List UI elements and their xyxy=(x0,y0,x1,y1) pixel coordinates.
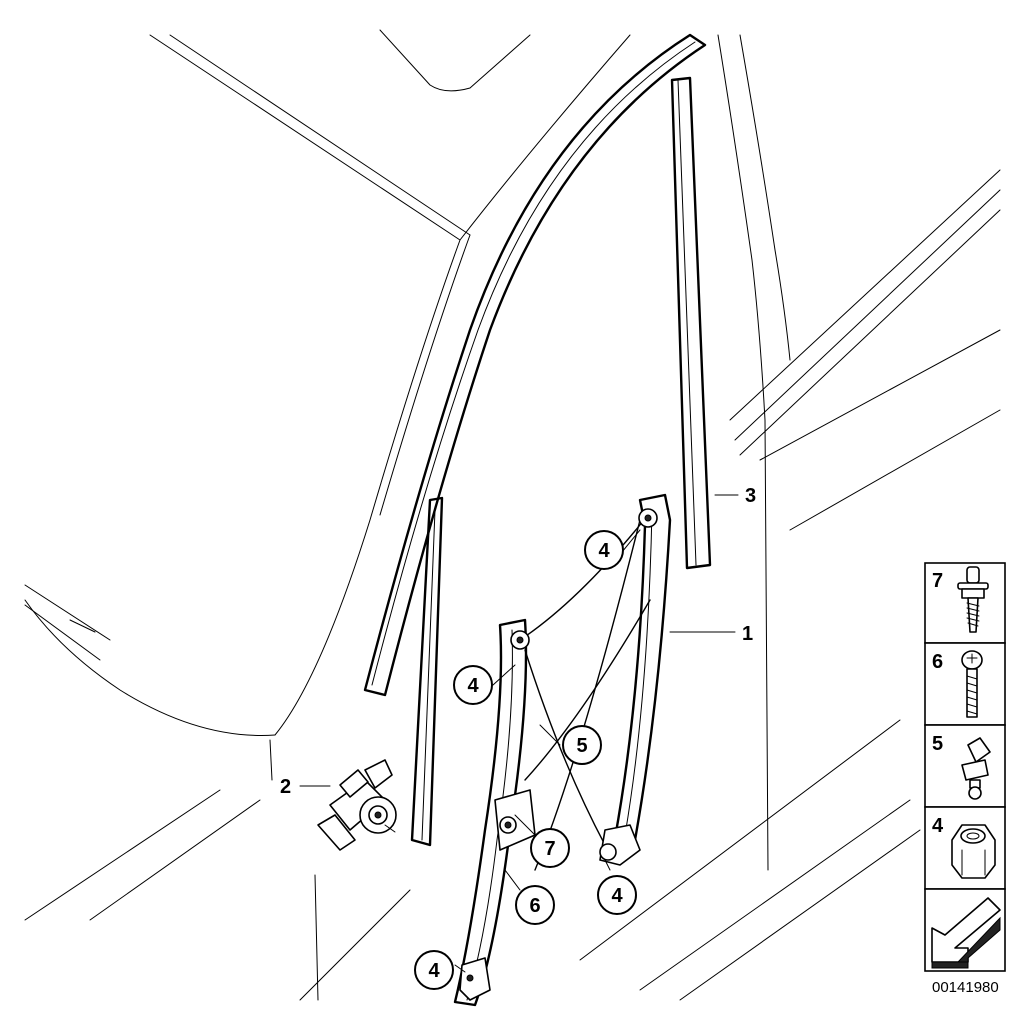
hex-nut-icon xyxy=(951,824,996,879)
callout-7-circle xyxy=(530,828,570,868)
car-body-outline xyxy=(24,29,1001,1001)
legend-label-6: 6 xyxy=(932,651,943,673)
stud-bolt-icon xyxy=(957,566,989,633)
callout-4-top-right: 4 xyxy=(598,540,610,562)
callout-4-mid-left: 4 xyxy=(467,675,479,697)
window-motor xyxy=(317,759,397,851)
window-channel-seal xyxy=(363,33,712,847)
legend-label-7: 7 xyxy=(932,570,943,592)
callout-4-top-right-circle xyxy=(584,530,624,570)
callout-6-circle xyxy=(515,885,555,925)
legend-label-5: 5 xyxy=(932,733,943,755)
callout-5-circle xyxy=(562,725,602,765)
callout-5: 5 xyxy=(576,735,587,757)
window-regulator xyxy=(453,493,672,1007)
legend-label-4: 4 xyxy=(932,815,944,837)
screw-icon xyxy=(961,650,983,718)
callout-2: 2 xyxy=(280,776,291,798)
callout-3: 3 xyxy=(745,485,756,507)
callout-4-bottom-left: 4 xyxy=(428,960,440,982)
legend-cell-7 xyxy=(924,562,1006,644)
callout-6: 6 xyxy=(529,895,540,917)
legend-panel: 7 6 5 4 xyxy=(924,562,1006,996)
clip-icon xyxy=(961,737,991,800)
callout-4-bottom-left-circle xyxy=(414,950,454,990)
direction-arrow-icon xyxy=(931,897,1001,969)
callout-4-mid-left-circle xyxy=(453,665,493,705)
callout-7: 7 xyxy=(544,838,555,860)
diagram-id: 00141980 xyxy=(932,979,999,996)
callouts: 1 2 3 4 4 4 4 5 6 7 xyxy=(280,485,756,990)
callout-4-bottom-right-circle xyxy=(597,875,637,915)
leader-lines xyxy=(299,494,739,973)
callout-4-bottom-right: 4 xyxy=(611,885,623,907)
callout-1: 1 xyxy=(742,623,753,645)
